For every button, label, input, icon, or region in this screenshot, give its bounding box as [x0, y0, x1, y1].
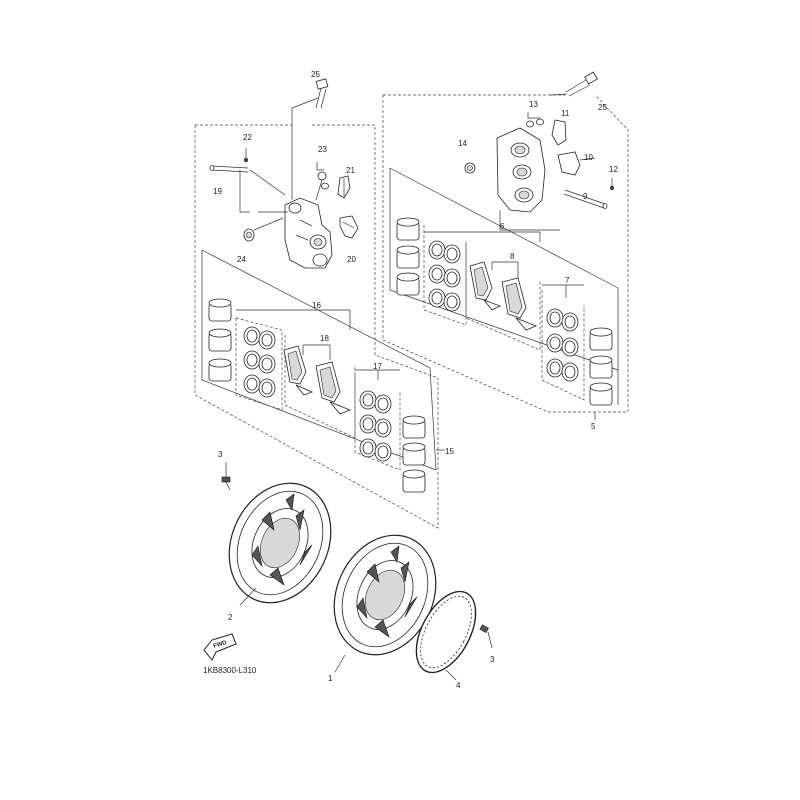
- callout-7: 7: [565, 276, 570, 285]
- diagram-code: 1KB8300-L310: [203, 666, 257, 675]
- callout-21: 21: [346, 166, 355, 175]
- callout-23: 23: [318, 145, 327, 154]
- piston-seals-right-b: [546, 308, 579, 382]
- brake-disc-left: [228, 482, 332, 606]
- callout-5: 5: [591, 422, 596, 431]
- pin-clip-right: [609, 178, 615, 191]
- pin-clip-left: [243, 148, 249, 163]
- brake-pads-left: [283, 345, 352, 415]
- pad-pin-right: [563, 189, 608, 209]
- callout-3-left: 3: [218, 450, 223, 459]
- callout-25-right: 25: [598, 103, 607, 112]
- brake-pads-right: [469, 261, 538, 331]
- callout-17: 17: [373, 362, 382, 371]
- callout-2: 2: [228, 613, 233, 622]
- caliper-body-right: [496, 127, 546, 213]
- pad-spring-right: [551, 119, 567, 146]
- disc-screw-right: [479, 624, 493, 649]
- callout-9: 9: [583, 192, 588, 201]
- callout-14: 14: [458, 139, 467, 148]
- pad-clip-right: [557, 151, 596, 176]
- piston-seals-left-b: [359, 390, 392, 462]
- disc-screw-left: [221, 462, 231, 491]
- brake-disc-right: [333, 534, 437, 673]
- callout-4: 4: [456, 681, 461, 690]
- caliper-bolt-right: [549, 71, 598, 97]
- pad-spring-left: [337, 175, 351, 199]
- caliper-bolt-left: [291, 78, 329, 200]
- piston-set-right-b: [589, 327, 613, 406]
- caliper-body-left: [284, 197, 333, 269]
- caliper-seal-left: [243, 217, 284, 242]
- callout-16: 16: [312, 301, 321, 310]
- callout-11: 11: [561, 109, 570, 118]
- piston-set-left-a: [208, 298, 232, 382]
- bleeder-screw-left: [315, 162, 329, 201]
- pad-clip-left: [339, 215, 359, 239]
- pad-pin-left: [209, 165, 286, 196]
- right-caliper-assembly: [382, 71, 629, 420]
- callout-18: 18: [320, 334, 329, 343]
- sensor-rotor: [415, 590, 477, 681]
- left-caliper-assembly: [194, 78, 445, 529]
- callout-20: 20: [347, 255, 356, 264]
- callout-12: 12: [609, 165, 618, 174]
- forward-arrow-icon: FWD: [203, 633, 237, 661]
- caliper-seal-right: [464, 162, 476, 174]
- callout-25-left: 25: [311, 70, 320, 79]
- piston-seals-right-a: [428, 240, 461, 312]
- callout-24: 24: [237, 255, 246, 264]
- callout-6: 6: [500, 222, 505, 231]
- piston-seals-left-a: [243, 326, 276, 398]
- fwd-label: FWD: [213, 640, 228, 650]
- bleeder-screw-right: [526, 112, 544, 128]
- callout-13: 13: [529, 100, 538, 109]
- piston-set-right-a: [396, 217, 420, 296]
- callout-1: 1: [328, 674, 333, 683]
- piston-set-left-b: [402, 415, 426, 493]
- callout-3-right: 3: [490, 655, 495, 664]
- callout-labels: 25 25 22 23 21 19 20 24 16 18 17 15 13 1…: [213, 70, 618, 690]
- callout-22: 22: [243, 133, 252, 142]
- callout-19: 19: [213, 187, 222, 196]
- callout-10: 10: [584, 153, 593, 162]
- callout-15: 15: [445, 447, 454, 456]
- callout-8: 8: [510, 252, 515, 261]
